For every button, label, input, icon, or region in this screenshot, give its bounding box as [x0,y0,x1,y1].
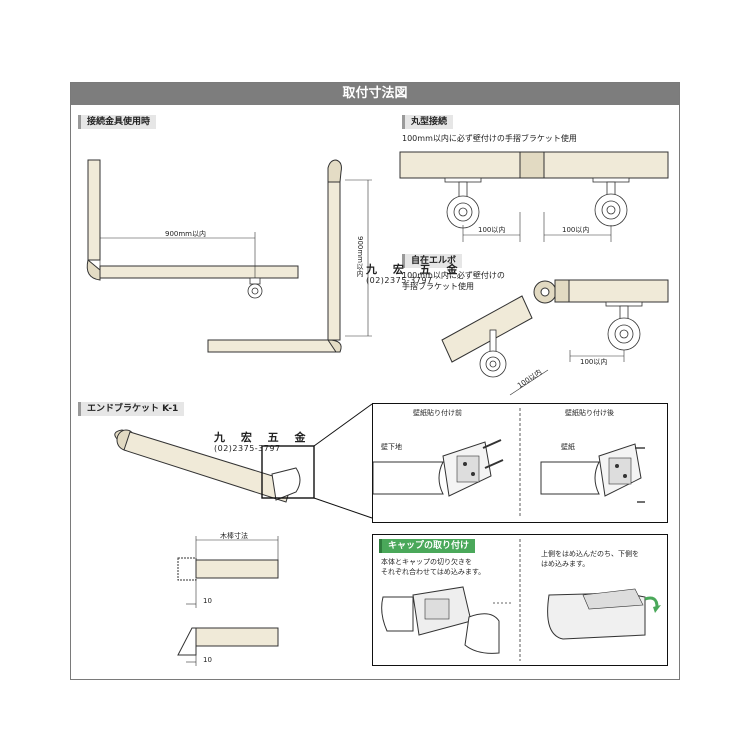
dim-900-vertical-label: 900mm以内 [356,236,364,277]
dim-900-vertical [345,179,372,337]
elbow-note-1: 100mm以内に必ず壁付けの [402,271,505,280]
cap-left-instruction-1: 本体とキャップの切り欠きを [381,558,472,566]
end-bracket-section-tag: エンドブラケット K-1 [78,402,185,416]
dim-900-horizontal [99,232,256,278]
watermark-phone: (02)2375-3797 [366,276,433,285]
connector-section-tag: 接続金具使用時 [78,115,157,129]
wood-size-label: 木棒寸法 [220,532,248,540]
round-dims [462,212,612,242]
page-title: 取付寸法図 [71,83,679,105]
round-bracket-right [592,177,630,227]
dim-900-horizontal-label: 900mm以内 [165,230,206,238]
wood-size-top [177,557,279,581]
dim-10-bottom: 10 [203,656,212,664]
elbow-rails [441,279,669,363]
wall-base-label: 壁下地 [381,443,402,451]
elbow-bracket-right [605,301,643,351]
wallpaper-label: 壁紙 [561,443,575,451]
wood-dims [186,536,279,666]
round-note: 100mm以内に必ず壁付けの手摺ブラケット使用 [402,134,577,143]
watermark-phone: (02)2375-3797 [214,444,281,453]
round-dim-right: 100以内 [562,226,590,234]
dim-10-top: 10 [203,597,212,605]
cap-section-tag: キャップの取り付け [379,539,476,553]
elbow-dims [509,350,625,396]
round-dim-left: 100以内 [478,226,506,234]
watermark-name: 九 宏 五 金 [214,431,312,444]
watermark-top: 九 宏 五 金 (02)2375-3797 [366,264,464,286]
wallpaper-before-label: 壁紙貼り付け前 [413,409,462,417]
connector-bracket [247,277,263,299]
connector-l-rail-right [207,159,342,353]
cap-right-instruction-2: はめ込みます。 [541,560,590,568]
elbow-note-2: 手摺ブラケット使用 [402,282,474,291]
wallpaper-drawings [372,408,645,518]
wood-size-bottom [177,627,279,656]
cap-right-instruction-1: 上側をはめ込んだのち、下側を [541,550,639,558]
cap-left-instruction-2: それぞれ合わせてはめ込みます。 [381,568,486,576]
round-rail [399,151,669,179]
elbow-dim-right: 100以内 [580,358,608,366]
round-section-tag: 丸型接続 [402,115,454,129]
elbow-bracket-left [479,329,507,378]
cap-detail-box: キャップの取り付け 本体とキャップの切り欠きを それぞれ合わせてはめ込みます。 … [372,534,668,666]
end-bracket-rail [114,429,301,503]
callout-line-top [313,403,373,447]
callout-line-bottom [313,497,373,519]
detail-frame [261,445,315,499]
wallpaper-detail-box: 壁紙貼り付け前 壁紙貼り付け後 壁下地 壁紙 [372,403,668,523]
wallpaper-after-label: 壁紙貼り付け後 [565,409,614,417]
watermark-name: 九 宏 五 金 [366,263,464,276]
connector-l-rail [86,159,299,281]
elbow-section-tag: 自在エルボ [402,254,463,268]
round-bracket-left [444,177,482,229]
watermark-middle: 九 宏 五 金 (02)2375-3797 [214,432,312,454]
cap-drawings [381,539,661,661]
